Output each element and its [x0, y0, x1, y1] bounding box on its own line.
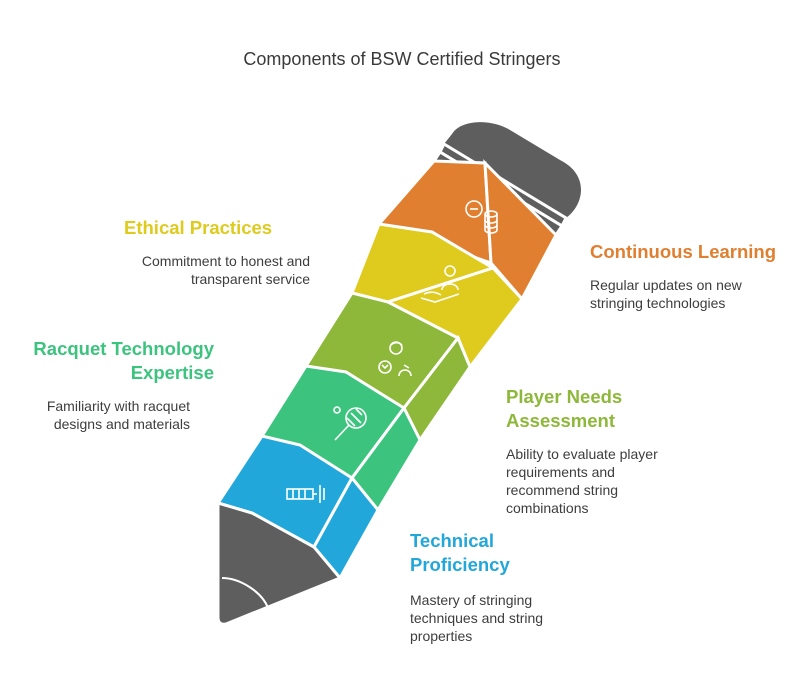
continuous-learning-heading: Continuous Learning — [590, 241, 777, 262]
pencil-tip — [216, 500, 343, 626]
ethical-practices-heading: Ethical Practices — [124, 217, 273, 238]
pencil-lead-line — [221, 577, 269, 609]
hand-offering-person-icon — [420, 265, 460, 303]
ethical-practices-description: Commitment to honest and transparent ser… — [141, 253, 310, 287]
coins-stack-icon — [465, 200, 498, 234]
racquet-icon — [333, 406, 367, 441]
technical-proficiency-heading: Technical Proficiency — [410, 530, 510, 575]
racquet-technology-heading: Racquet Technology Expertise — [33, 338, 214, 383]
player-needs-description: Ability to evaluate player requirements … — [506, 446, 658, 516]
player-needs-heading: Player Needs Assessment — [506, 386, 623, 431]
continuous-learning-description: Regular updates on new stringing technol… — [590, 277, 742, 311]
diagram-title: Components of BSW Certified Stringers — [243, 49, 561, 69]
technical-proficiency-description: Mastery of stringing techniques and stri… — [410, 592, 544, 644]
pencil-eraser — [444, 122, 581, 218]
racquet-technology-description: Familiarity with racquet designs and mat… — [46, 398, 190, 432]
battery-gauge-icon — [286, 485, 325, 503]
player-ball-icon — [378, 341, 412, 377]
